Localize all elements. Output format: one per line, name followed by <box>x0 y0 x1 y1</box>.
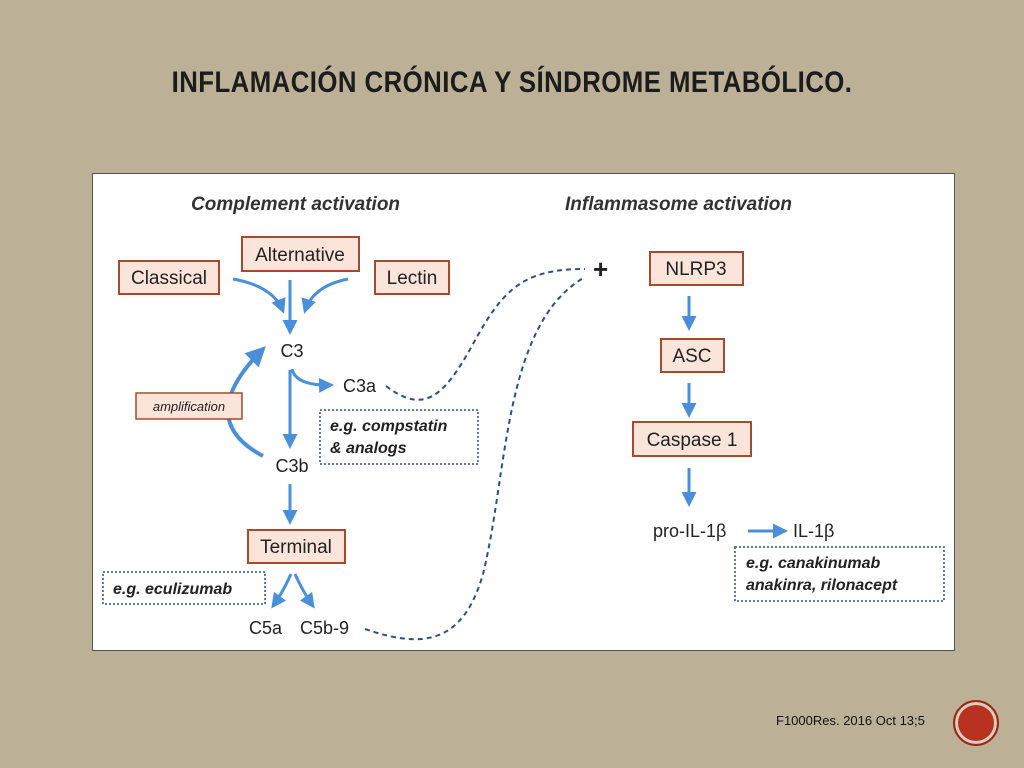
eculizumab-note: e.g. eculizumab <box>102 571 266 605</box>
diagram-figure: Complement activation Inflammasome activ… <box>92 173 955 651</box>
c5b9-label: C5b-9 <box>300 618 349 638</box>
c5b9-to-inflammasome-dashed-link <box>364 276 586 641</box>
terminal-label: Terminal <box>260 537 332 558</box>
asc-box: ASC <box>660 338 725 373</box>
amplification-label: amplification <box>153 399 225 414</box>
plus-sign: + <box>593 254 608 284</box>
caspase1-label: Caspase 1 <box>647 430 738 451</box>
lectin-label: Lectin <box>387 268 438 289</box>
asc-label: ASC <box>672 346 711 367</box>
terminal-pathway-box: Terminal <box>247 529 346 564</box>
complement-heading: Complement activation <box>191 194 400 215</box>
alternative-label: Alternative <box>255 245 345 266</box>
lectin-pathway-box: Lectin <box>374 260 450 295</box>
eculizumab-note-label: e.g. eculizumab <box>113 581 232 598</box>
lectin-to-c3-arrow <box>301 277 349 314</box>
canakinumab-note-line1: e.g. canakinumab <box>746 555 880 572</box>
compstatin-note-line1: e.g. compstatin <box>330 418 448 435</box>
slide-title: INFLAMACIÓN CRÓNICA Y SÍNDROME METABÓLIC… <box>171 66 853 99</box>
alternative-pathway-box: Alternative <box>241 236 360 272</box>
amplification-box: amplification <box>135 392 243 420</box>
caspase1-box: Caspase 1 <box>632 421 752 457</box>
c3a-label: C3a <box>343 376 377 396</box>
compstatin-note: e.g. compstatin & analogs <box>319 409 479 465</box>
inflammasome-heading: Inflammasome activation <box>565 194 792 215</box>
c3b-label: C3b <box>275 456 308 476</box>
canakinumab-note: e.g. canakinumab anakinra, rilonacept <box>734 546 945 602</box>
classical-pathway-box: Classical <box>118 260 220 295</box>
nlrp3-label: NLRP3 <box>665 259 726 280</box>
page-number-badge <box>953 700 999 746</box>
il1b-label: IL-1β <box>793 521 834 541</box>
classical-to-c3-arrow <box>232 277 286 314</box>
diagram-canvas: Complement activation Inflammasome activ… <box>102 194 945 641</box>
compstatin-note-line2: & analogs <box>330 440 407 457</box>
pro-il1b-label: pro-IL-1β <box>653 521 726 541</box>
terminal-to-c5b9-arrow <box>293 573 315 609</box>
c3a-to-inflammasome-dashed-link <box>385 268 586 401</box>
citation-text: F1000Res. 2016 Oct 13;5 <box>776 713 925 728</box>
canakinumab-note-line2: anakinra, rilonacept <box>746 577 898 594</box>
nlrp3-box: NLRP3 <box>649 251 744 286</box>
c3-label: C3 <box>280 341 303 361</box>
c5a-label: C5a <box>249 618 283 638</box>
terminal-to-c5a-arrow <box>271 573 293 609</box>
c3-to-c3a-arrow <box>290 368 334 393</box>
classical-label: Classical <box>131 268 207 289</box>
